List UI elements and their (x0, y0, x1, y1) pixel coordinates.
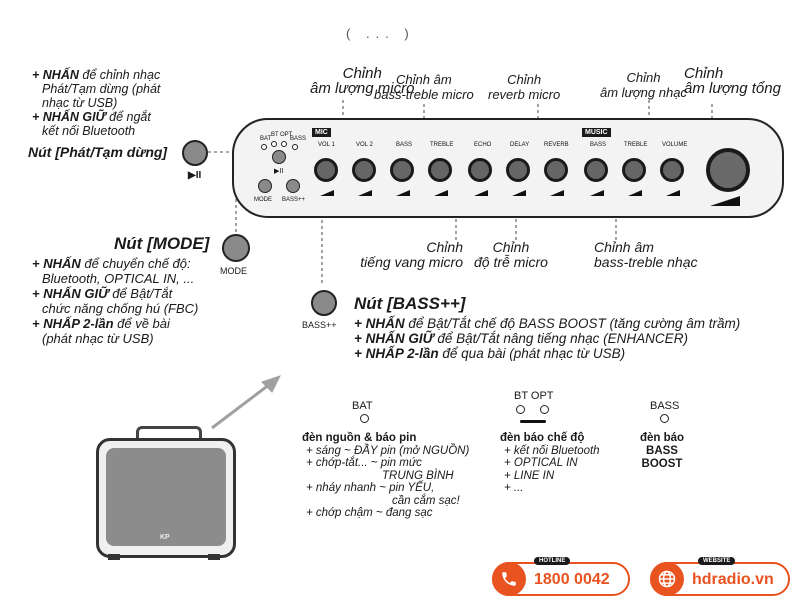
mic-tag: MIC (312, 128, 331, 137)
knob-label-music-treble: TREBLE (624, 142, 648, 148)
panel-led-opt (281, 141, 287, 147)
knob-music-bass[interactable] (584, 158, 608, 182)
panel-bass-plus-button[interactable] (286, 179, 300, 193)
knob-label-vol2: VOL 2 (356, 142, 373, 148)
knob-mic-bass[interactable] (390, 158, 414, 182)
panel-mode-button[interactable] (258, 179, 272, 193)
level-wedge-mic-bass (396, 190, 410, 196)
knob-music-treble[interactable] (622, 158, 646, 182)
panel-led-bass (292, 144, 298, 150)
knob-mic-vol2[interactable] (352, 158, 376, 182)
top-caption: ( ... ) (346, 26, 415, 41)
control-panel: MIC MUSIC BAT BT OPT BASS ▶II MODE BASS+… (232, 118, 784, 218)
mode-button-label: MODE (220, 266, 247, 276)
led-bt-dot (516, 405, 525, 414)
panel-led-label-bass: BASS (290, 136, 307, 142)
led-bass-description: đèn báo BASS BOOST (639, 432, 685, 470)
panel-led-bat (261, 144, 267, 150)
music-tag: MUSIC (582, 128, 611, 137)
knob-mic-treble[interactable] (428, 158, 452, 182)
level-wedge-reverb (550, 190, 564, 196)
play-pause-notes: + NHẤN để chỉnh nhạc Phát/Tạm dừng (phát… (32, 68, 161, 138)
knob-label-vol1: VOL 1 (318, 142, 335, 148)
panel-play-symbol: ▶II (274, 168, 284, 175)
panel-mode-label: MODE (254, 197, 272, 203)
speaker-illustration: KP (96, 426, 236, 562)
led-bass-dot (660, 414, 669, 423)
led-btopt-label: BT OPT (514, 390, 554, 402)
knob-delay[interactable] (506, 158, 530, 182)
knob-label-delay: DELAY (510, 142, 530, 148)
led-bat-label: BAT (352, 400, 373, 412)
knob-label-volume: VOLUME (662, 142, 688, 148)
level-wedge-mic-treble (434, 190, 448, 196)
hotline-number: 1800 0042 (534, 571, 610, 588)
led-bass-label: BASS (650, 400, 680, 412)
knob-label-mic-treble: TREBLE (430, 142, 454, 148)
knob-music-volume[interactable] (660, 158, 684, 182)
led-btopt-divider (520, 420, 546, 423)
globe-icon (650, 562, 684, 596)
panel-led-label-bt: BT (271, 132, 279, 138)
knob-label-music-bass: BASS (590, 142, 607, 148)
level-wedge-music-bass (590, 190, 604, 196)
knob-echo[interactable] (468, 158, 492, 182)
led-opt-dot (540, 405, 549, 414)
speaker-foot-left (108, 554, 120, 560)
panel-play-pause-button[interactable] (272, 150, 286, 164)
knob-label-echo: ECHO (474, 142, 492, 148)
panel-bass-plus-label: BASS++ (282, 197, 306, 203)
bass-plus-notes: + NHẤN để Bật/Tắt chế độ BASS BOOST (tăn… (354, 316, 741, 361)
bass-plus-button-label: BASS++ (302, 320, 337, 330)
knob-label-reverb: REVERB (544, 142, 569, 148)
mode-button[interactable] (222, 234, 250, 262)
panel-led-label-opt: OPT (280, 132, 293, 138)
knob-master-volume[interactable] (706, 148, 750, 192)
mode-notes: + NHẤN để chuyển chế độ: Bluetooth, OPTI… (32, 256, 199, 346)
level-wedge-vol2 (358, 190, 372, 196)
level-wedge-vol1 (320, 190, 334, 196)
website-url: hdradio.vn (692, 571, 774, 588)
knob-label-mic-bass: BASS (396, 142, 413, 148)
panel-led-bt (271, 141, 277, 147)
level-wedge-music-treble (628, 190, 642, 196)
speaker-logo: KP (160, 534, 170, 541)
level-wedge-music-volume (666, 190, 680, 196)
knob-reverb[interactable] (544, 158, 568, 182)
speaker-handle (136, 426, 202, 443)
led-btopt-description: đèn báo chế độ + kết nối Bluetooth + OPT… (500, 432, 600, 494)
speaker-grille (106, 448, 226, 546)
play-pause-button[interactable] (182, 140, 208, 166)
led-bat-description: đèn nguồn & báo pin + sáng ~ ĐẦY pin (mở… (302, 432, 470, 519)
panel-led-label-bat: BAT (260, 136, 272, 142)
level-wedge-delay (512, 190, 526, 196)
phone-icon (492, 562, 526, 596)
mode-title: Nút [MODE] (114, 234, 210, 253)
level-wedge-master (710, 196, 740, 206)
play-pause-title: Nút [Phát/Tạm dừng] (28, 144, 168, 160)
knob-mic-vol1[interactable] (314, 158, 338, 182)
level-wedge-echo (474, 190, 488, 196)
bass-plus-button[interactable] (311, 290, 337, 316)
led-bat-dot (360, 414, 369, 423)
bass-plus-title: Nút [BASS++] (354, 294, 466, 313)
speaker-foot-right (208, 554, 220, 560)
hotline-label: HOTLINE (534, 557, 571, 565)
website-badge[interactable]: WEBSITE hdradio.vn (650, 557, 790, 596)
website-label: WEBSITE (698, 557, 736, 565)
hotline-badge[interactable]: HOTLINE 1800 0042 (492, 557, 630, 596)
play-pause-icon: ▶II (188, 170, 202, 181)
